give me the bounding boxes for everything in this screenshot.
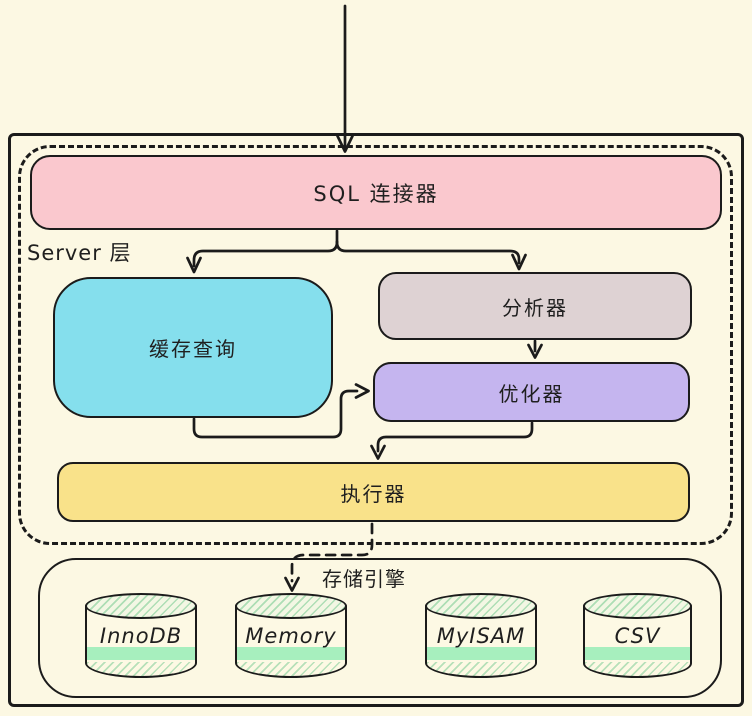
analyzer-label: 分析器 xyxy=(502,295,568,320)
cylinder-top xyxy=(85,593,197,619)
executor-label: 执行器 xyxy=(340,481,407,506)
server-layer-dashed-box xyxy=(18,145,733,545)
executor-node: 执行器 xyxy=(57,462,690,522)
query-cache-label: 缓存查询 xyxy=(149,337,237,361)
memory-label: Memory xyxy=(245,624,337,648)
query-cache-node: 缓存查询 xyxy=(53,277,333,418)
csv-label: CSV xyxy=(614,624,661,648)
sql-connector-node: SQL 连接器 xyxy=(30,155,722,230)
cylinder-top xyxy=(235,593,347,619)
server-layer-label: Server 层 xyxy=(27,241,132,265)
myisam-label: MyISAM xyxy=(436,624,526,648)
sql-connector-label: SQL 连接器 xyxy=(313,181,439,206)
storage-engine-container xyxy=(38,558,722,698)
innodb-cylinder: InnoDB xyxy=(85,593,197,678)
innodb-label: InnoDB xyxy=(99,624,183,648)
myisam-cylinder: MyISAM xyxy=(425,593,537,678)
optimizer-label: 优化器 xyxy=(498,381,565,406)
memory-cylinder: Memory xyxy=(235,593,347,678)
csv-cylinder: CSV xyxy=(583,593,692,678)
cylinder-top xyxy=(425,593,537,619)
cylinder-body xyxy=(235,606,347,678)
storage-engine-label: 存储引擎 xyxy=(322,567,406,591)
optimizer-node: 优化器 xyxy=(373,362,690,422)
cylinder-top xyxy=(583,593,692,619)
outer-container xyxy=(8,133,744,707)
analyzer-node: 分析器 xyxy=(378,272,692,340)
cylinder-body xyxy=(425,606,537,678)
